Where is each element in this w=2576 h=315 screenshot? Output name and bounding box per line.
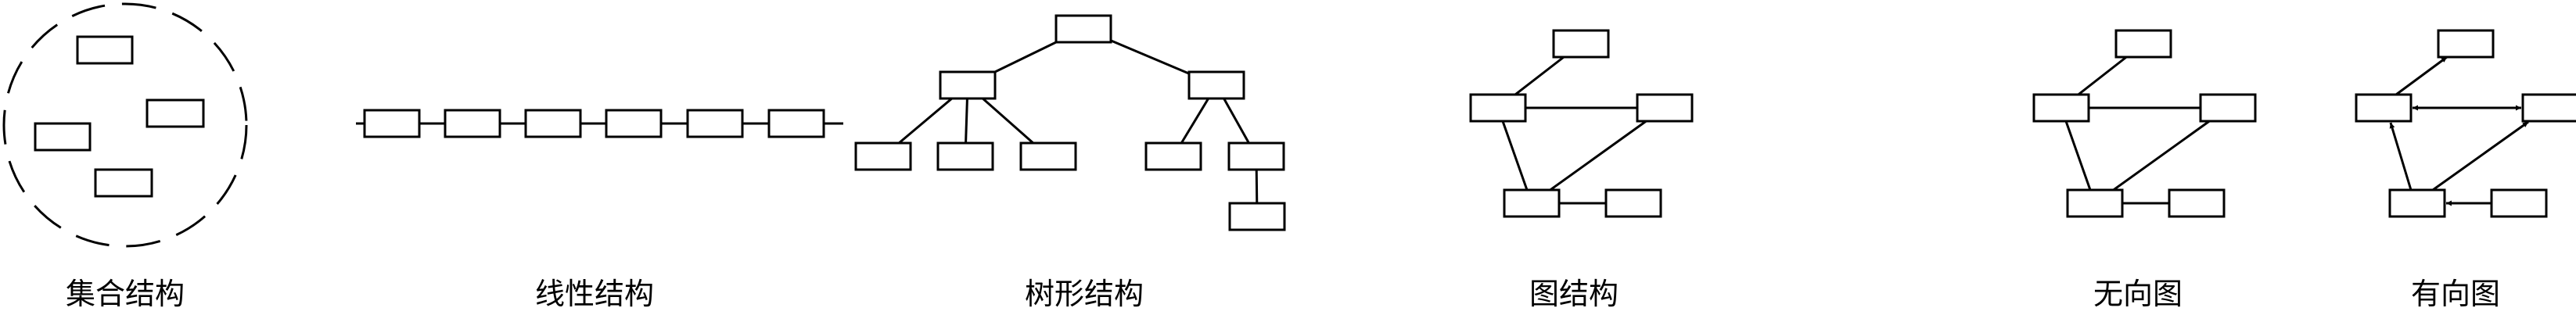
caption-graph-structure: 图结构 (1529, 277, 1619, 311)
undirected-node (2066, 188, 2124, 218)
tree-node (1227, 141, 1285, 171)
directed-node (2388, 188, 2446, 218)
directed-node (2355, 93, 2413, 123)
graph-node (1636, 93, 1694, 123)
tree-node (1187, 70, 1245, 100)
directed-edge (2432, 120, 2529, 192)
caption-tree-structure: 树形结构 (1024, 277, 1144, 311)
caption-linear-structure: 线性结构 (534, 277, 655, 311)
directed-node (2521, 93, 2576, 123)
tree-leaf-node (1144, 141, 1202, 171)
undirected-node (2114, 29, 2172, 59)
set-element (94, 168, 153, 198)
tree-leaf-node (854, 141, 912, 171)
graph-edge (1531, 106, 1665, 205)
graph-node (1469, 93, 1527, 123)
tree-node (939, 70, 997, 100)
graph-structure-diagram (1469, 29, 1694, 218)
undirected-edge (2060, 107, 2096, 204)
directed-edge (2389, 122, 2413, 191)
undirected-edge (2094, 106, 2229, 205)
linear-node (767, 109, 825, 138)
directed-node (2490, 188, 2548, 218)
linear-node (363, 109, 421, 138)
graph-node (1552, 29, 1610, 59)
undirected-node (2032, 93, 2090, 123)
tree-leaf-node (936, 141, 994, 171)
caption-set-structure: 集合结构 (65, 277, 185, 311)
set-structure-diagram (2, 2, 248, 248)
caption-undirected-graph: 无向图 (2093, 277, 2183, 311)
directed-graph-diagram (2355, 29, 2576, 218)
tree-leaf-node (1019, 141, 1077, 171)
linear-node (686, 109, 744, 138)
linear-node (605, 109, 663, 138)
linear-node (524, 109, 582, 138)
directed-node (2437, 29, 2495, 59)
caption-directed-graph: 有向图 (2410, 277, 2501, 311)
linear-node (444, 109, 501, 138)
graph-edge (1496, 107, 1533, 204)
undirected-node (2168, 188, 2226, 218)
tree-leaf-node (1228, 202, 1286, 231)
directed-edge (2395, 55, 2448, 96)
tree-structure-diagram (854, 14, 1286, 231)
graph-node (1604, 188, 1662, 218)
set-element (76, 35, 134, 65)
set-boundary (2, 2, 248, 248)
graph-node (1503, 188, 1561, 218)
set-element (34, 122, 92, 152)
linear-structure-diagram (356, 109, 843, 138)
set-element (146, 98, 205, 128)
undirected-graph-diagram (2032, 29, 2257, 218)
undirected-node (2199, 93, 2257, 123)
tree-root-node (1054, 14, 1112, 44)
